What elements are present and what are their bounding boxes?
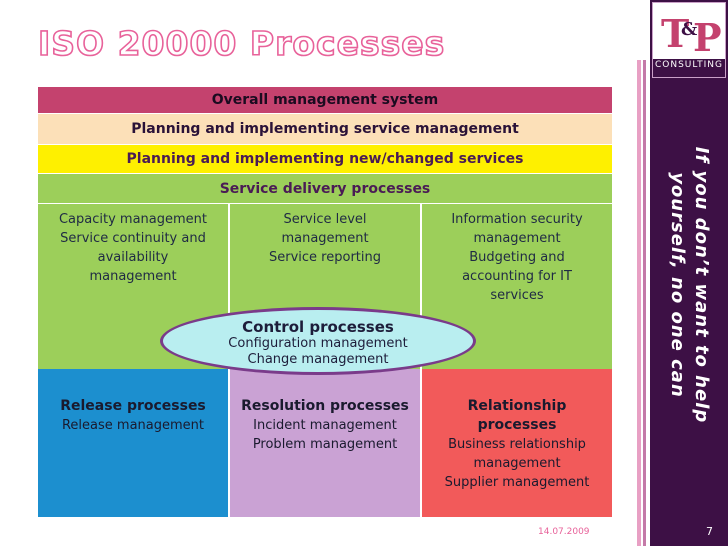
capacity-continuity-cell: Capacity management Service continuity a… (38, 206, 228, 286)
service-level-cell: Service level management Service reporti… (230, 206, 420, 267)
cell-line: Budgeting and (469, 250, 565, 265)
release-box (38, 369, 228, 517)
relationship-cell: Relationship processes Business relation… (422, 393, 612, 492)
cell-line: accounting for IT (462, 269, 572, 284)
cell-line: Service level (283, 212, 367, 227)
cell-line: services (490, 288, 544, 303)
bar-overall-management: Overall management system (38, 87, 612, 114)
control-item: Change management (247, 352, 389, 367)
relationship-title-line: processes (477, 417, 557, 433)
slogan-line: If you don’t want to help (691, 146, 712, 424)
control-processes-oval: Control processes Configuration manageme… (160, 307, 476, 375)
relationship-item: Supplier management (444, 475, 590, 490)
bar-planning-new-services: Planning and implementing new/changed se… (38, 145, 612, 174)
relationship-box (422, 369, 612, 517)
release-item: Release management (61, 418, 204, 433)
resolution-title: Resolution processes (241, 398, 409, 414)
relationship-item: management (473, 456, 561, 471)
resolution-cell: Resolution processes Incident management… (230, 393, 420, 454)
release-cell: Release processes Release management (38, 393, 228, 435)
cell-line: Information security (451, 212, 583, 227)
footer-date: 14.07.2009 (538, 527, 590, 537)
cell-line: Capacity management (58, 212, 208, 227)
slogan-line: yourself, no one can (667, 172, 688, 398)
information-security-cell: Information security management Budgetin… (422, 206, 612, 305)
cell-line: availability (97, 250, 169, 265)
logo-graphic: T & P (653, 5, 725, 77)
decorative-stripes (637, 60, 646, 546)
logo-letter-t: T (661, 11, 689, 56)
release-title: Release processes (60, 398, 206, 414)
relationship-title-line: Relationship (467, 398, 567, 414)
delivery-divider-2 (420, 204, 422, 369)
resolution-item: Incident management (253, 418, 397, 433)
cell-line: management (89, 269, 177, 284)
resolution-item: Problem management (252, 437, 398, 452)
control-item: Configuration management (228, 336, 408, 351)
cell-line: management (281, 231, 369, 246)
logo-subtitle: CONSULTING (654, 60, 724, 70)
cell-line: Service continuity and (60, 231, 206, 246)
tp-consulting-logo: T & P CONSULTING (652, 2, 726, 78)
cell-line: management (473, 231, 561, 246)
page-number: 7 (706, 525, 713, 538)
bar-planning-service-management: Planning and implementing service manage… (38, 114, 612, 145)
slogan-text: If you don’t want to help yourself, no o… (665, 75, 713, 495)
slide-title: ISO 20000 Processes (37, 23, 446, 64)
bar-service-delivery: Service delivery processes (38, 174, 612, 204)
resolution-box (230, 369, 420, 517)
sidebar (650, 0, 728, 546)
relationship-item: Business relationship (448, 437, 586, 452)
cell-line: Service reporting (269, 250, 381, 265)
logo-ampersand: & (681, 19, 697, 40)
delivery-divider-1 (228, 204, 230, 369)
control-title: Control processes (242, 318, 394, 336)
logo-letter-p: P (693, 15, 722, 60)
